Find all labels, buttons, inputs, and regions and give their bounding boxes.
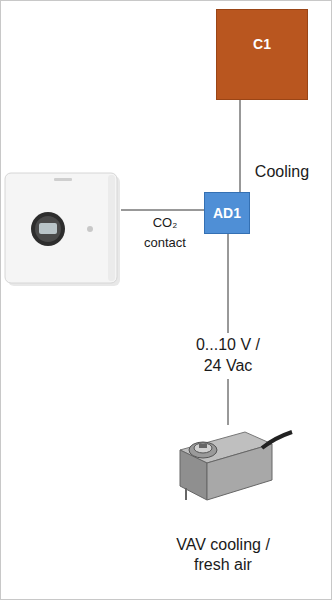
co2-sensor-illustration <box>5 173 120 286</box>
controller-box: C1 <box>216 9 308 100</box>
connector-line <box>240 100 241 192</box>
signal-label: CO₂ contact <box>134 213 196 252</box>
signal-label: Cooling <box>252 160 312 185</box>
adapter-box: AD1 <box>204 192 250 234</box>
node-text: AD1 <box>207 205 247 223</box>
vav-actuator-node: VAV cooling / fresh air <box>176 425 271 595</box>
co2-wire <box>121 210 204 211</box>
vav-actuator-illustration <box>180 432 292 500</box>
signal-label: 0...10 V / 24 Vac <box>188 333 268 379</box>
node-text: C1 <box>221 36 303 54</box>
connector-line <box>228 234 229 425</box>
node-text: VAV cooling / fresh air <box>176 535 271 575</box>
